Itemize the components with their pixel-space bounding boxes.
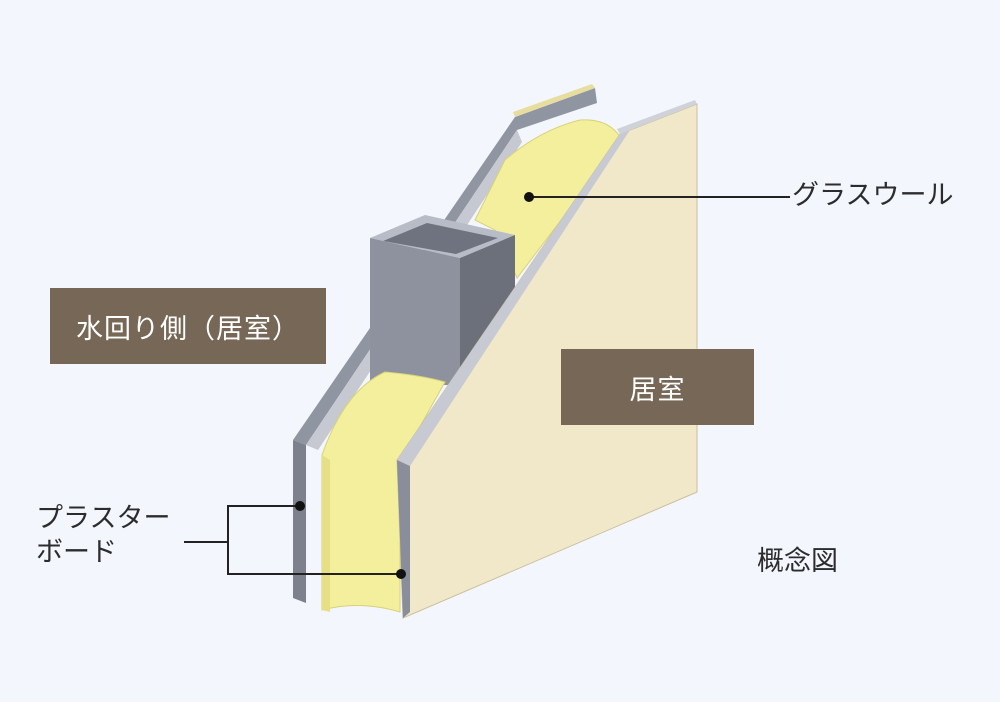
- glass-wool-leader: [524, 192, 790, 202]
- plasterboard-label-line2: ボード: [36, 537, 117, 569]
- glass-wool-lower: [321, 371, 446, 613]
- glass-wool-label: グラスウール: [792, 180, 953, 212]
- plasterboard-label-line1: プラスター: [36, 503, 171, 534]
- wet-area-side-label: 水回り側（居室）: [76, 313, 300, 345]
- wet-area-side-tag: 水回り側（居室）: [50, 288, 326, 364]
- concept-diagram-text: 概念図: [757, 546, 838, 577]
- plasterboard-leader: [184, 501, 406, 579]
- plasterboard-label: プラスター ボード: [36, 503, 170, 570]
- living-room-label: 居室: [629, 374, 686, 406]
- glass-wool-text: グラスウール: [792, 180, 954, 211]
- living-room-tag: 居室: [561, 349, 754, 425]
- front-plasterboard: [396, 100, 698, 619]
- concept-diagram-label: 概念図: [757, 546, 838, 578]
